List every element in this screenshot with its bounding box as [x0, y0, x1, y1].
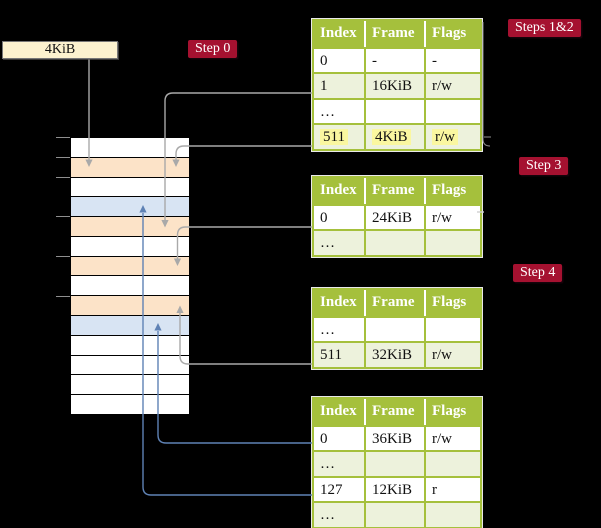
table-cell-flags: - — [426, 46, 480, 73]
table-cell-frame: 4KiB — [366, 123, 426, 149]
table-cell-frame: 32KiB — [366, 341, 426, 367]
badge-steps-1-2: Steps 1&2 — [508, 19, 581, 37]
memory-tick — [56, 256, 70, 258]
table-cell-index: 0 — [314, 203, 366, 230]
memory-row-6 — [71, 235, 189, 256]
memory-row-7 — [71, 255, 189, 276]
table-cell-flags — [426, 97, 480, 124]
cropped-edge-hook — [482, 138, 491, 147]
table-cell-index: … — [314, 315, 366, 342]
highlighted-value: 4KiB — [372, 129, 411, 146]
highlighted-value: 511 — [320, 129, 348, 146]
table-cell-frame: 36KiB — [366, 424, 426, 451]
column-header-frame: Frame — [366, 178, 426, 204]
table-cell-frame: - — [366, 46, 426, 73]
table-cell-flags — [426, 501, 480, 527]
page-table-3: Index Frame Flags … 511 32KiB r/w — [311, 287, 483, 370]
column-header-frame: Frame — [366, 290, 426, 316]
table-cell-frame — [366, 97, 426, 124]
badge-step-4: Step 4 — [513, 264, 563, 282]
memory-row-3 — [71, 176, 189, 197]
memory-tick — [56, 137, 70, 138]
badge-step-3: Step 3 — [519, 157, 569, 175]
table-cell-frame — [366, 501, 426, 527]
memory-row-9 — [71, 295, 189, 316]
table-cell-flags: r/w — [426, 203, 480, 230]
memory-row-4 — [71, 196, 189, 217]
table-cell-flags — [426, 229, 480, 255]
column-header-frame: Frame — [366, 399, 426, 425]
column-header-frame: Frame — [366, 21, 426, 47]
table-cell-flags: r/w — [426, 72, 480, 98]
page-table-4: Index Frame Flags 0 36KiB r/w … 127 12Ki… — [311, 396, 483, 528]
memory-row-2 — [71, 156, 189, 177]
table-cell-index: … — [314, 501, 366, 527]
column-header-index: Index — [314, 21, 366, 47]
memory-tick — [56, 216, 70, 218]
table-cell-index: 0 — [314, 46, 366, 73]
table-cell-frame: 12KiB — [366, 475, 426, 502]
highlighted-value: r/w — [432, 129, 458, 146]
badge-step-0: Step 0 — [188, 40, 238, 58]
table-cell-flags — [426, 450, 480, 476]
memory-row-11 — [71, 334, 189, 355]
column-header-flags: Flags — [426, 21, 480, 47]
memory-column — [70, 137, 190, 415]
column-header-flags: Flags — [426, 178, 480, 204]
memory-tick — [56, 176, 70, 178]
table-cell-flags — [426, 315, 480, 342]
memory-tick — [56, 156, 70, 158]
table-cell-flags: r/w — [426, 341, 480, 367]
table-cell-frame — [366, 229, 426, 255]
arrow-pt3-entry511-to-memory — [179, 313, 312, 365]
table-cell-index: … — [314, 97, 366, 124]
table-cell-frame — [366, 315, 426, 342]
table-cell-frame: 16KiB — [366, 72, 426, 98]
frame-size-box: 4KiB — [2, 41, 118, 59]
table-cell-index: … — [314, 450, 366, 476]
arrow-pt2-entry0-to-memory — [176, 226, 312, 259]
arrow-pt1-entry511-to-memory — [175, 145, 312, 160]
memory-tick — [56, 295, 70, 297]
column-header-index: Index — [314, 290, 366, 316]
memory-row-13 — [71, 374, 189, 395]
column-header-index: Index — [314, 399, 366, 425]
table-cell-flags: r/w — [426, 424, 480, 451]
memory-row-14 — [71, 394, 189, 414]
page-table-1: Index Frame Flags 0 - - 1 16KiB r/w … 51… — [311, 18, 483, 152]
table-cell-index: … — [314, 229, 366, 255]
memory-row-5 — [71, 216, 189, 236]
table-cell-index: 127 — [314, 475, 366, 502]
memory-row-1 — [71, 138, 189, 157]
table-cell-flags: r — [426, 475, 480, 502]
table-cell-index: 511 — [314, 341, 366, 367]
column-header-flags: Flags — [426, 290, 480, 316]
table-cell-index: 1 — [314, 72, 366, 98]
memory-row-8 — [71, 275, 189, 296]
memory-row-10 — [71, 315, 189, 335]
memory-row-12 — [71, 354, 189, 375]
table-cell-frame — [366, 450, 426, 476]
frame-size-label: 4KiB — [44, 42, 76, 57]
table-cell-index: 511 — [314, 123, 366, 149]
table-cell-index: 0 — [314, 424, 366, 451]
column-header-index: Index — [314, 178, 366, 204]
page-table-2: Index Frame Flags 0 24KiB r/w … — [311, 175, 483, 258]
table-cell-flags: r/w — [426, 123, 480, 149]
column-header-flags: Flags — [426, 399, 480, 425]
table-cell-frame: 24KiB — [366, 203, 426, 230]
